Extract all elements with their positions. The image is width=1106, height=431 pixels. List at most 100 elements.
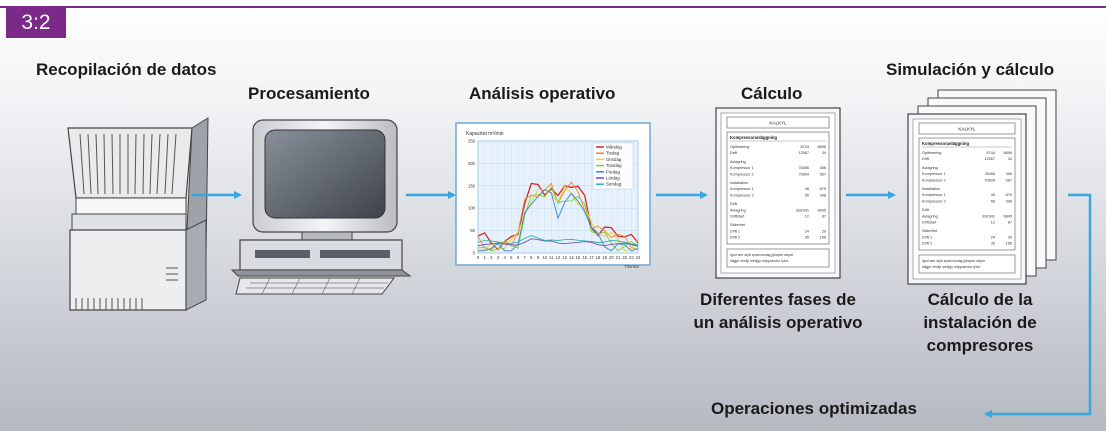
doc-line-label: Drift [730,202,738,206]
screen-y-tick: 50 [470,228,475,233]
doc-line-label: Avlagring [922,166,938,170]
screen-series-line [477,235,639,245]
doc-section: Kompressoranläggning [922,141,969,146]
doc-footer-box [726,248,830,268]
screen-legend-label: Onsdag [606,157,622,162]
screen-y-tick: 100 [468,206,476,211]
doc-footer-box [918,254,1016,274]
data-recorder-icon [67,117,209,311]
arrow-return [984,193,1092,418]
screen-series-line [477,186,639,252]
computer-icon [230,119,412,295]
screen-x-tick: 8 [530,255,533,260]
doc-line-label: Drift 2 [730,236,740,240]
label-installation: Cálculo de la instalación de compresores [900,288,1060,357]
doc-line-label: Avlagring [730,208,746,212]
screen-x-tick: 16 [582,255,587,260]
doc-line-value: 6845 [818,208,826,212]
screen-legend-label: Lördag [606,176,620,181]
screen-x-tick: 0 [477,255,480,260]
doc-line-value: 45 [805,187,809,191]
doc-line-label: Kompressor 1 [922,193,946,197]
screen-x-tick: 3 [497,255,500,260]
screen-legend-label: Fredag [606,169,620,174]
doc-line-value: 24 [805,229,809,233]
doc-line-value: 12 [805,215,809,219]
screen-x-tick: 2 [490,255,493,260]
doc-line-value: 8696 [818,145,826,149]
screen-x-tick: 15 [576,255,581,260]
screen-chart-xlabel: Timmar [624,264,640,269]
label-processing: Procesamiento [248,84,370,103]
screen-x-tick: 10 [542,255,547,260]
label-optimized-operations: Operaciones optimizadas [711,399,917,418]
screen-y-tick: 200 [468,161,476,166]
label-simulation: Simulación y cálculo [886,60,1055,79]
doc-line-value: 29 [1008,235,1012,239]
doc-line-label: Drift [730,151,738,155]
screen-series-line [478,188,639,252]
label-installation-line1: Cálculo de la [927,290,1033,309]
doc-line-value: 8744 [801,145,809,149]
doc-header-box [918,122,1016,135]
label-installation-line2: instalación de [923,313,1037,332]
screen-x-tick: 24 [636,255,641,260]
doc-line-value: 34 [822,151,826,155]
screen-y-tick: 250 [468,139,476,144]
doc-line-label: Installation [922,187,940,191]
doc-line-label: Kompressor 1 [730,187,754,191]
figure-badge: 3:2 [6,8,66,38]
screen-x-tick: 18 [596,255,601,260]
doc-line-value: 35 [805,236,809,240]
doc-line-label: Opitimering [730,145,749,149]
doc-line-value: 892341 [796,208,809,212]
doc-line-value: 567 [820,172,826,176]
screen-x-tick: 22 [622,255,627,260]
doc-line-label: Driftstart [730,215,745,219]
doc-header: KALKYL [958,127,976,132]
doc-line-value: 24 [991,235,995,239]
doc-line-value: 35 [991,242,995,246]
doc-line-value: 456 [1006,172,1012,176]
doc-line-value: 998 [1006,199,1012,203]
screen-x-tick: 21 [616,255,621,260]
doc-line-value: 78456 [798,166,809,170]
screen-legend-label: Söndag [606,182,622,187]
screen-chart-title: Kapacitet m³/min [466,131,504,137]
doc-line-label: Opitimering [922,151,941,155]
doc-line-label: Kompressor 1 [922,172,946,176]
doc-line-value: 56 [805,193,809,197]
doc-header-box [726,116,830,129]
doc-line-label: Drift 1 [730,229,740,233]
doc-section: Kompressoranläggning [730,135,777,140]
doc-line-label: Säkerhet [730,223,746,227]
doc-line-label: Installation [730,181,748,185]
doc-line-label: Drift [922,157,930,161]
doc-line-value: 78456 [984,172,995,176]
label-data-collection: Recopilación de datos [36,60,217,79]
screen-x-tick: 7 [523,255,526,260]
label-phases: Diferentes fases de un análisis operativ… [674,288,882,334]
doc-line-label: Kompressor 2 [922,199,946,203]
top-rule [0,6,1106,8]
screen-x-tick: 1 [483,255,486,260]
doc-line-value: 45 [991,193,995,197]
screen-x-tick: 12 [556,255,561,260]
screen-x-tick: 20 [609,255,614,260]
doc-line-label: Drift 1 [922,235,932,239]
screen-series-line [477,181,639,251]
doc-line-value: 87 [1008,221,1012,225]
doc-line-value: 892341 [982,214,995,218]
label-calculation: Cálculo [741,84,803,103]
doc-line-value: 70834 [798,172,809,176]
screen-x-tick: 17 [589,255,594,260]
doc-line-value: 456 [820,166,826,170]
doc-line-value: 70834 [984,178,995,182]
doc-line-value: 6845 [1004,214,1012,218]
screen-legend-label: Måndag [606,145,622,150]
